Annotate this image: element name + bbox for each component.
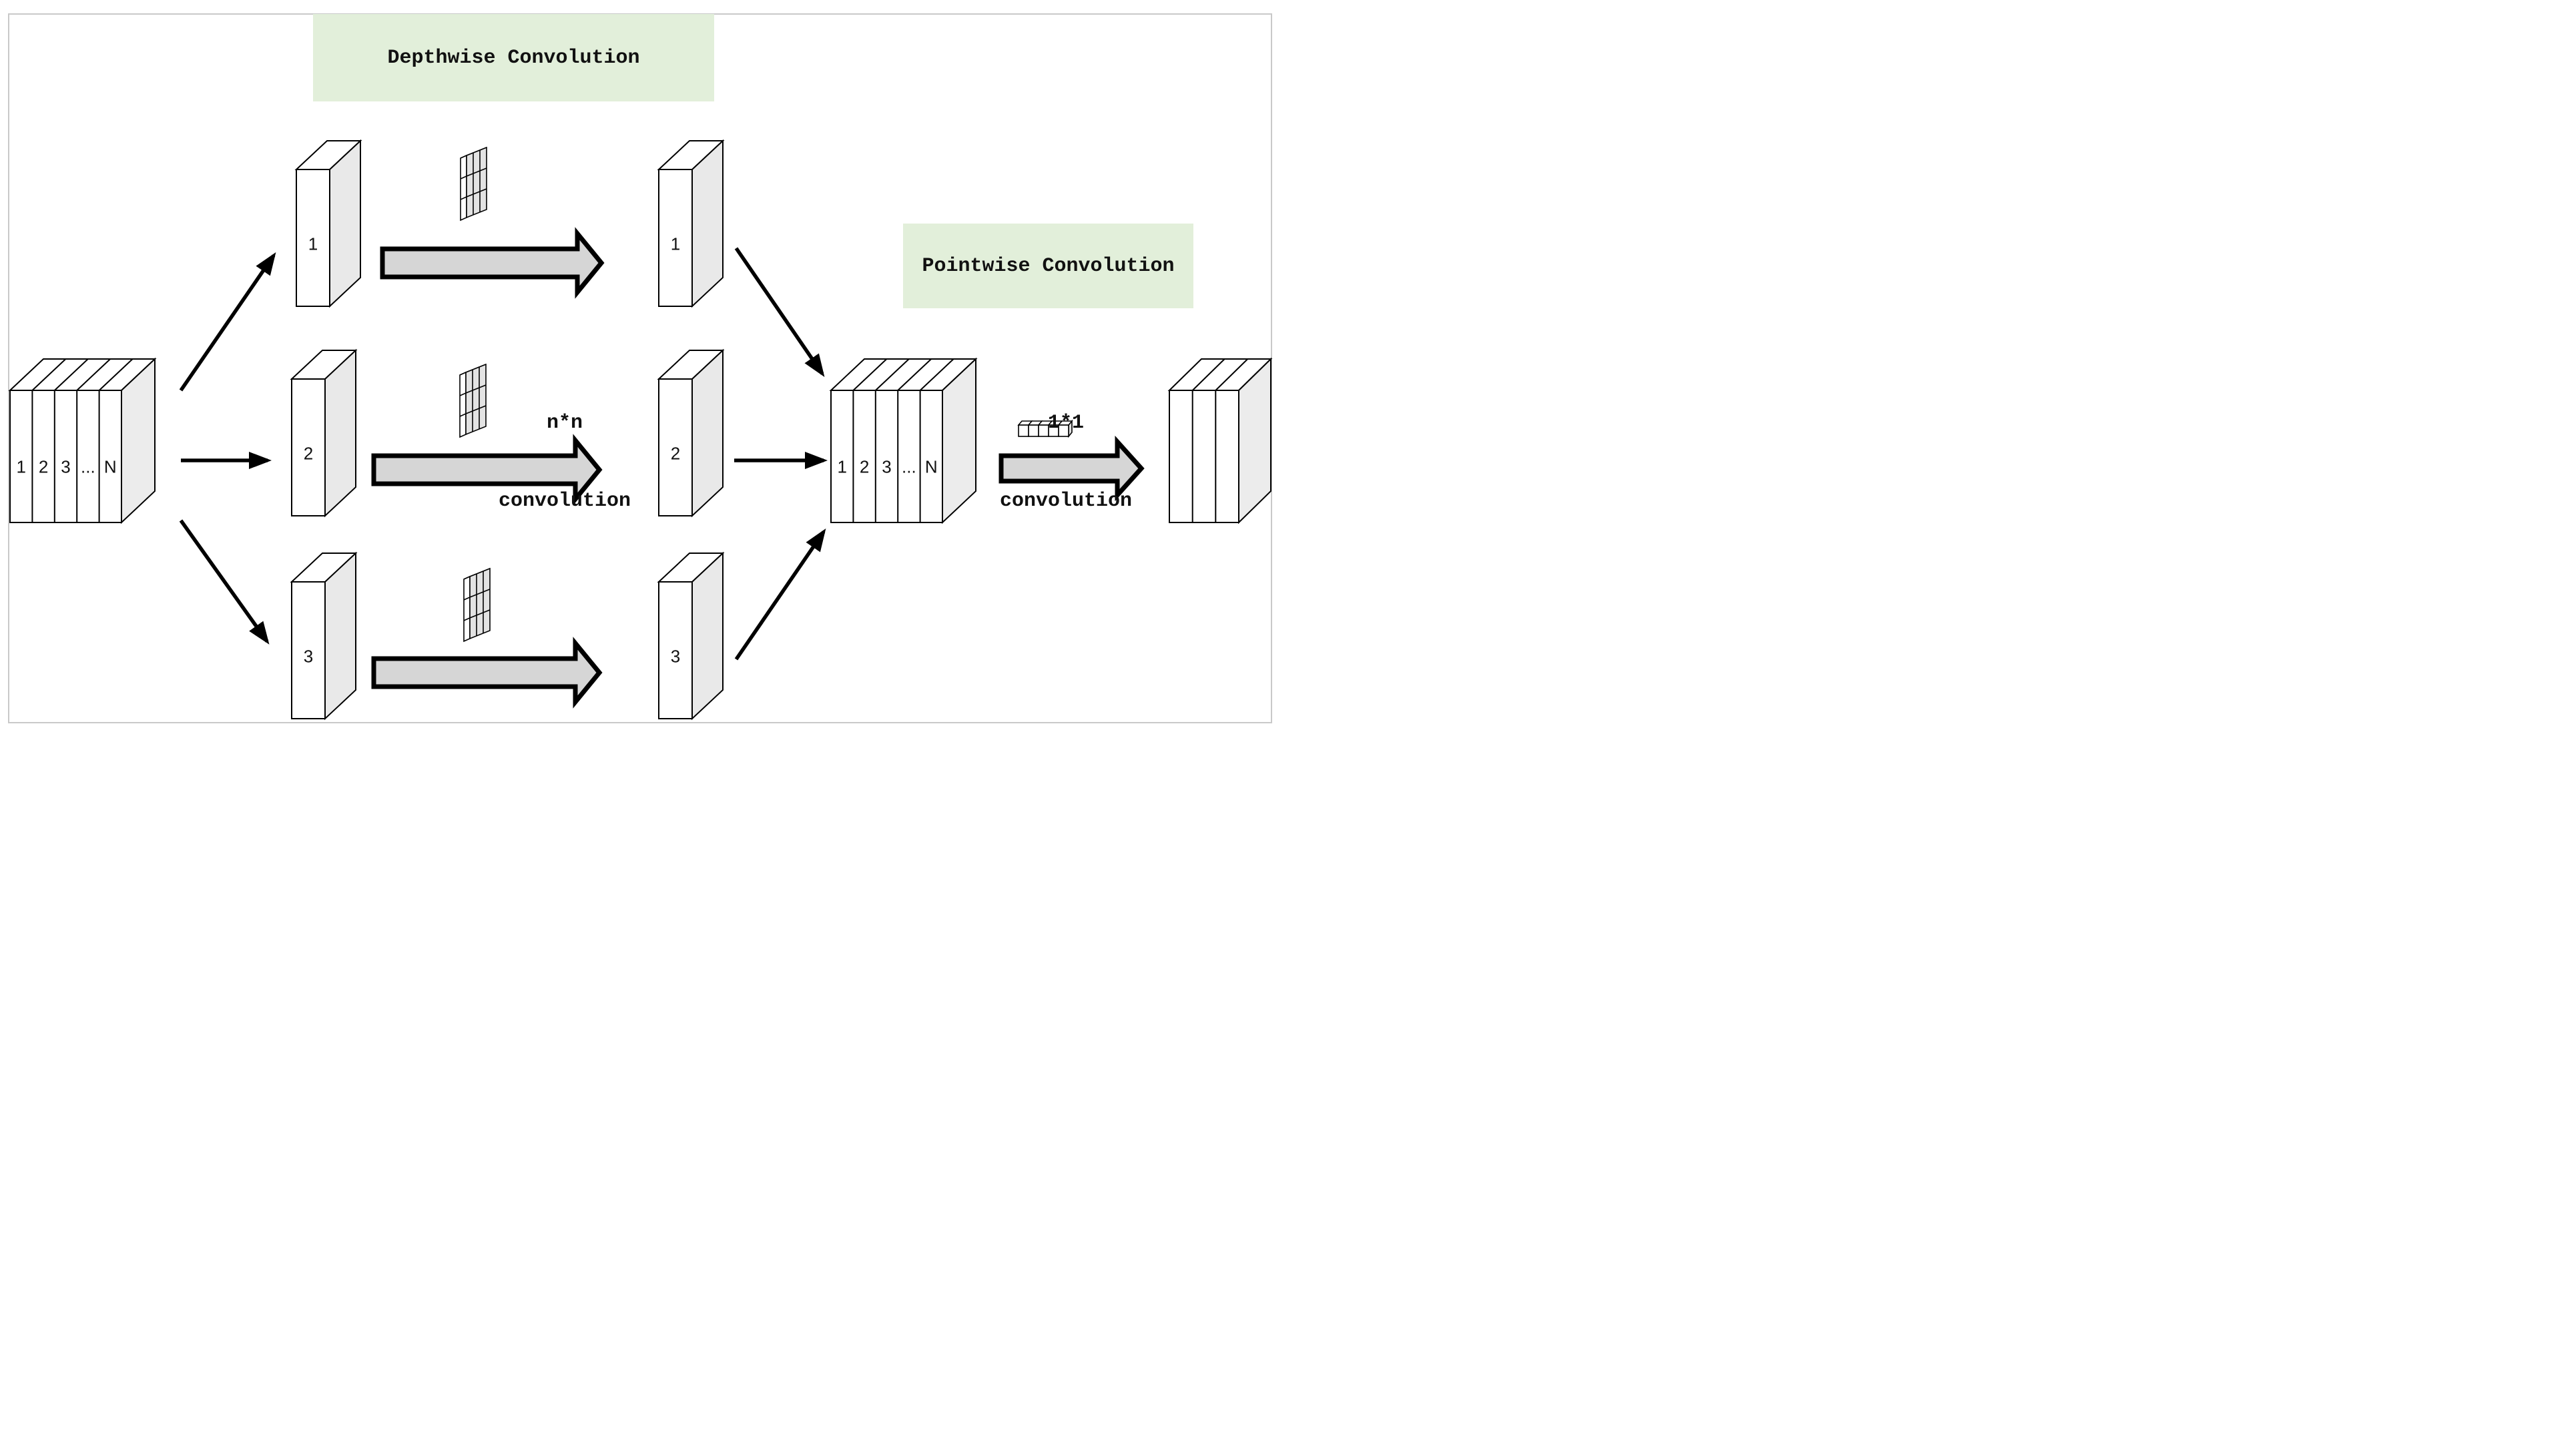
pointwise-title: Pointwise Convolution (922, 254, 1175, 278)
split-arrow-3 (179, 519, 270, 645)
depthwise-kernel-icon-3 (463, 567, 491, 643)
output-slab-3-label: 3 (670, 646, 681, 667)
split-arrow-1 (179, 252, 276, 392)
pointwise-kernel-icon (1017, 419, 1073, 438)
merged-feature-stack (829, 357, 978, 524)
diagram-canvas (8, 139, 1273, 721)
input-slab-1-label: 1 (308, 234, 318, 254)
nn-convolution-label-line1: n*n (546, 412, 583, 434)
output-slab-1-label: 1 (670, 234, 681, 254)
depthwise-conv-arrows (371, 227, 605, 709)
merge-arrow-1 (734, 247, 825, 377)
pointwise-title-box: Pointwise Convolution (903, 224, 1193, 308)
pointwise-conv-arrow (999, 435, 1145, 502)
depthwise-separable-convolution-diagram: Depthwise Convolution Pointwise Convolut… (0, 0, 1282, 728)
input-stack-channel-3: 3 (61, 456, 71, 477)
input-stack-channel-1: 1 (16, 456, 26, 477)
output-slab-2-label: 2 (670, 443, 681, 464)
input-stack-channel-dots: ... (81, 456, 95, 477)
input-stack-channel-2: 2 (38, 456, 49, 477)
one-by-one-convolution-label: 1*1 convolution (966, 358, 1166, 567)
input-slab-3 (290, 551, 358, 721)
input-slab-2-label: 2 (303, 443, 314, 464)
conv-arrow-3 (371, 637, 603, 709)
depthwise-kernel-icon-2 (459, 363, 487, 438)
merge-arrow-3 (734, 528, 826, 661)
diagram-frame (8, 13, 1272, 723)
depthwise-title: Depthwise Convolution (387, 46, 640, 69)
one-by-one-convolution-label-line1: 1*1 (1047, 412, 1084, 434)
nn-convolution-label: n*n convolution (465, 358, 665, 567)
output-slab-1 (657, 139, 725, 308)
one-by-one-convolution-label-line2: convolution (999, 490, 1133, 512)
input-slab-3-label: 3 (303, 646, 314, 667)
input-feature-stack (8, 357, 157, 524)
input-slab-2 (290, 348, 358, 518)
merged-stack-channel-dots: ... (902, 456, 916, 477)
merged-stack-channel-n: N (924, 456, 938, 477)
depthwise-title-box: Depthwise Convolution (313, 14, 714, 101)
stack-front-face (9, 390, 122, 523)
conv-arrow-2 (371, 434, 603, 506)
split-arrows (179, 252, 276, 645)
merged-stack-channel-1: 1 (837, 456, 847, 477)
merged-stack-channel-3: 3 (882, 456, 892, 477)
output-slab-3 (657, 551, 725, 721)
output-slab-2 (657, 348, 725, 518)
merged-stack-channel-2: 2 (859, 456, 870, 477)
merge-arrows (734, 247, 828, 661)
conv-arrow-1 (380, 227, 605, 299)
final-output-stack (1167, 357, 1273, 524)
input-slab-1 (294, 139, 362, 308)
input-stack-channel-n: N (103, 456, 117, 477)
depthwise-kernel-icon-1 (460, 146, 487, 222)
nn-convolution-label-line2: convolution (498, 490, 631, 512)
